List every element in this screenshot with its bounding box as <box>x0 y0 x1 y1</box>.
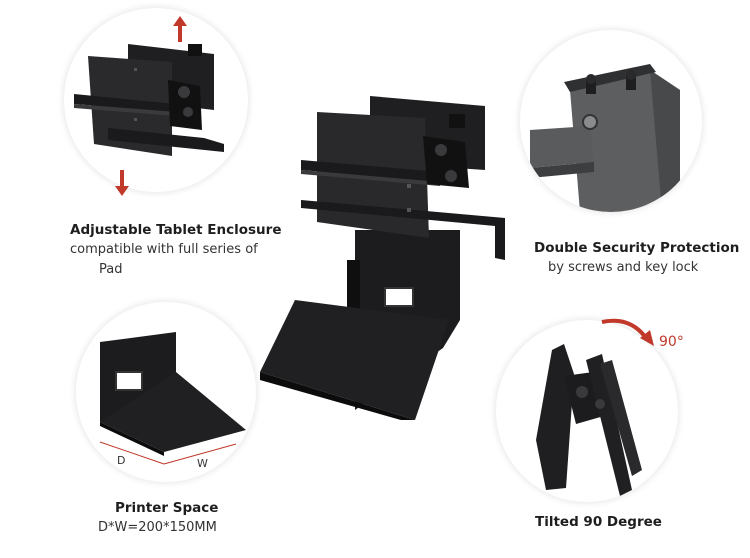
tilt-angle-label: 90° <box>659 334 684 350</box>
security-detail-image <box>520 30 702 212</box>
dimension-d-label: D <box>117 454 126 467</box>
down-arrow-icon <box>114 170 130 196</box>
security-title: Double Security Protection <box>534 240 740 256</box>
printer-space-detail-image <box>76 302 256 482</box>
tilt-title: Tilted 90 Degree <box>535 514 662 530</box>
tilt-detail-image <box>496 320 678 502</box>
security-subtitle: by screws and key lock <box>548 260 699 275</box>
main-product-image <box>255 90 515 420</box>
printer-space-subtitle: D*W=200*150MM <box>98 520 217 535</box>
printer-space-title: Printer Space <box>115 500 219 516</box>
tablet-enclosure-line2: Pad <box>99 262 123 277</box>
rotation-arrow-icon <box>600 316 656 350</box>
dimension-w-label: W <box>197 457 208 470</box>
tablet-enclosure-line1: compatible with full series of <box>70 242 258 257</box>
tablet-enclosure-detail-image <box>64 8 248 192</box>
tablet-enclosure-title: Adjustable Tablet Enclosure <box>70 222 282 238</box>
up-arrow-icon <box>172 16 188 42</box>
